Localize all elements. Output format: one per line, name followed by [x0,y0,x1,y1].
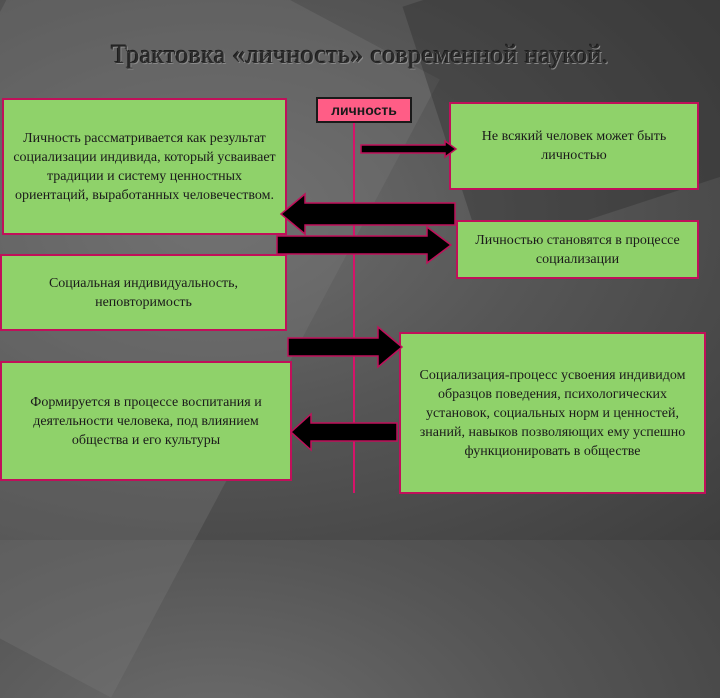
slide-title: Трактовка «личность» современной наукой. [111,40,609,69]
arrows-layer [276,139,458,452]
arrow-left-1 [279,192,456,236]
right-box-become-personality: Личностью становятся в процессе социализ… [456,220,699,279]
center-label: личность [316,97,412,123]
arrow-right-1 [360,139,458,159]
arrow-right-3 [287,325,404,369]
left-box-socialization-result: Личность рассматривается как результат с… [2,98,287,235]
left-box-individuality: Социальная индивидуальность, неповторимо… [0,254,287,331]
left-box-formation: Формируется в процессе воспитания и деят… [0,361,292,481]
arrow-right-2 [276,225,453,265]
right-box-socialization-definition: Социализация-процесс усвоения индивидом … [399,332,706,494]
right-box-not-everyone: Не всякий человек может быть личностью [449,102,699,190]
arrow-left-2 [289,412,398,452]
central-axis-line [353,123,355,493]
